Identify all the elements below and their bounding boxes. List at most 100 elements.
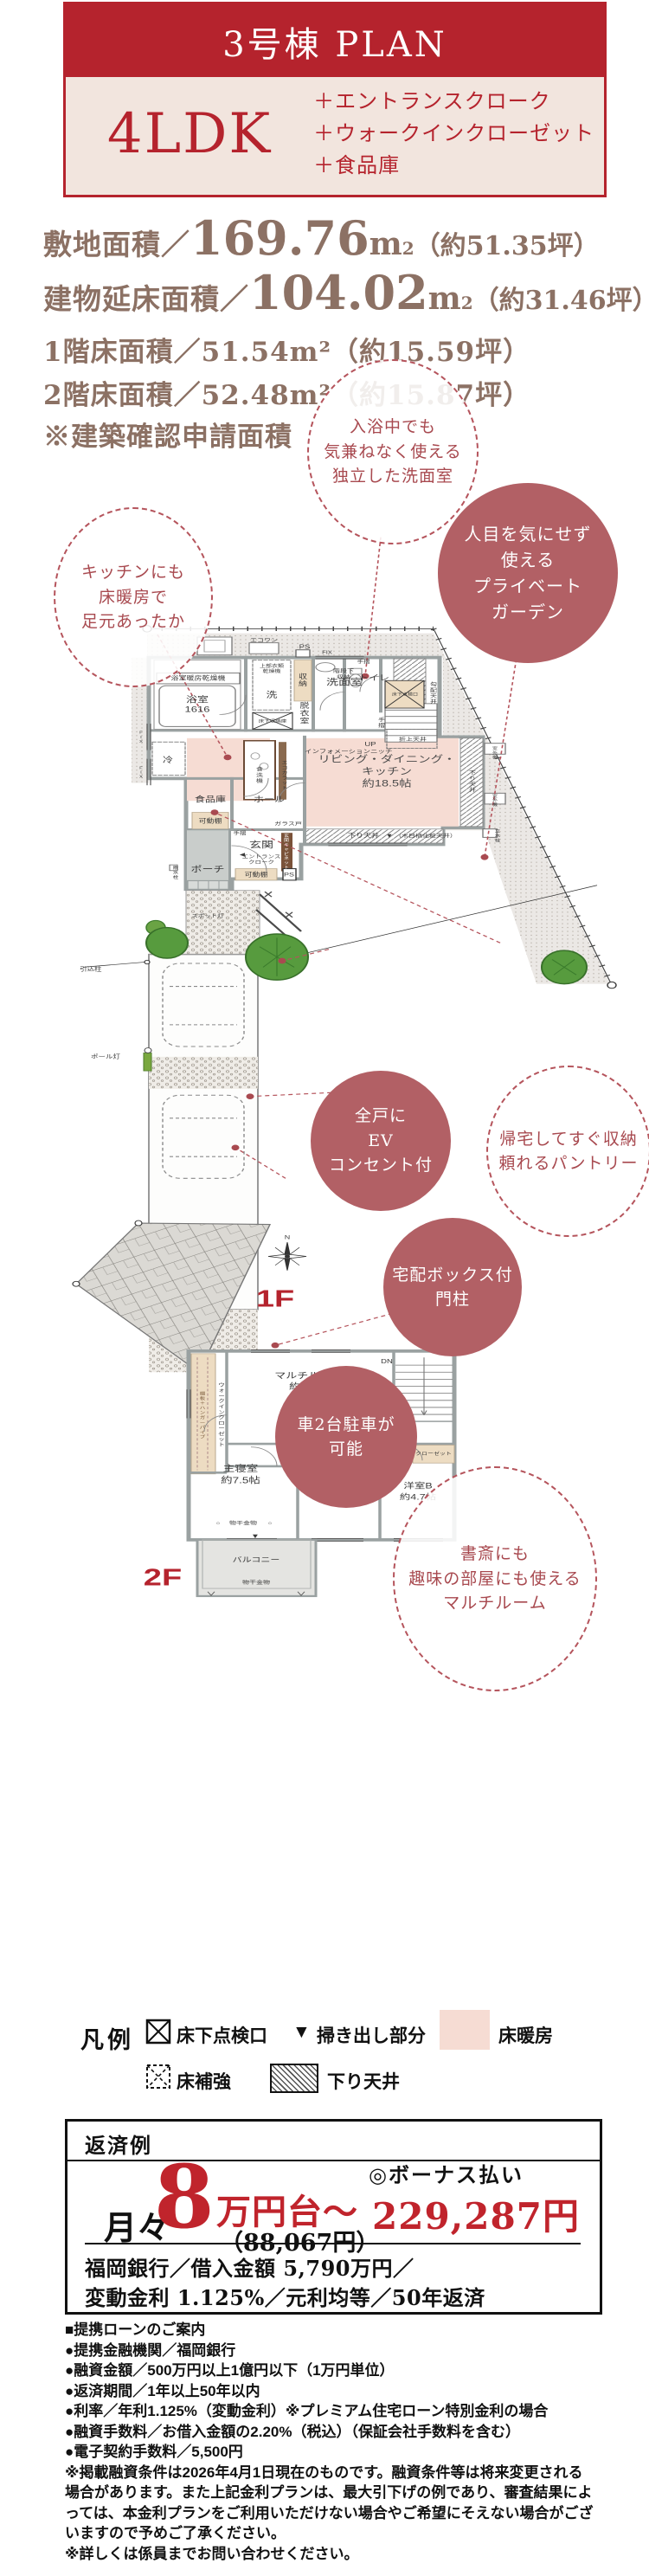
plan-label: 1F [256, 1285, 294, 1312]
feature-entrance-cloak: ＋エントランスクローク [313, 89, 551, 113]
plan-label: 2F [144, 1564, 182, 1591]
floor1-area: 1階床面積／51.54m²（約15.59坪） [43, 337, 531, 368]
hanger-pipes [196, 1357, 209, 1471]
toilet-1f [349, 667, 363, 688]
loan-note-line: ●返済期間／1年以上50年以内 [65, 2382, 260, 2399]
legend-dropped-ceiling: 下り天井 [327, 2072, 400, 2092]
underfloor-storage [252, 712, 293, 730]
pink-square-icon [440, 2010, 490, 2050]
loan-notes: ■提携ローンのご案内 ●提携金融機関／福岡銀行 ●融資金額／500万円以上1億円以下… [65, 2320, 596, 2564]
loan-note-line: ●提携金融機関／福岡銀行 [65, 2341, 236, 2359]
bubble-independent-washroom: 入浴中でも 気兼ねなく使える 独立した洗面室 [307, 359, 479, 544]
plan-label: 手摺 [234, 829, 247, 836]
area-note: ※建築確認申請面積 [43, 422, 292, 453]
stairs-1f [384, 703, 438, 750]
building-area-sup: 2 [460, 293, 473, 313]
loan-note-line: ●融資手数料／お借入金額の2.20%（税込）（保証会社手数料を含む） [65, 2423, 520, 2440]
loan-note-line: ●電子契約手数料／5,500円 [65, 2444, 243, 2460]
bonus-value: 229,287円 [372, 2195, 580, 2238]
plan-label: ガラス戸 [274, 821, 302, 828]
legend-title: 凡例 [80, 2027, 134, 2054]
plan-type: 4LDK [106, 101, 273, 166]
loan-note-line: ※詳しくは係員までお問い合わせください。 [65, 2545, 359, 2562]
building-1f [146, 636, 506, 892]
trees [145, 919, 588, 985]
service-pole-leader [82, 962, 146, 968]
garden-strip-west [132, 657, 149, 783]
floor-plans: 浴室暖房乾燥機浴室1616上部衣類乾燥機洗収納床下収納庫脱衣室洗面室PSFIXエ… [72, 537, 617, 1598]
bubble-ev-outlet: 全戸に EV コンセント付 [311, 1071, 451, 1211]
legend-floor-reinforce: 床補強 [177, 2072, 231, 2092]
plan-label: 勾配天井 [430, 681, 437, 705]
loan-note-line: ●融資金額／500万円以上1億円以下（1万円単位） [65, 2362, 395, 2379]
monthly-amount-big: 8 [154, 2146, 215, 2248]
plan-label: 立水栓 [495, 828, 501, 843]
plan-label: ホール [254, 795, 285, 804]
box-x-dashed-icon [146, 2064, 170, 2089]
bubble-ev-text: 全戸に EV コンセント付 [328, 1106, 433, 1175]
plan-label: DN [381, 1358, 393, 1365]
box-x-icon [145, 2019, 171, 2045]
bonus-label: ◎ボーナス払い [369, 2162, 524, 2187]
plan-label: 洗 [266, 690, 278, 699]
plan-label: 冷 [163, 756, 174, 765]
plan-label: 手摺 [357, 658, 370, 665]
repayment-title: 返済例 [85, 2133, 152, 2158]
loan-note-line: ■提携ローンのご案内 [65, 2322, 206, 2338]
bubble-garden-text: 人目を気にせず 使える プライベート ガーデン [464, 524, 592, 622]
ps-box [282, 868, 297, 881]
bubble-kitchen-text: キッチンにも 床暖房で 足元あったか [80, 563, 185, 632]
paving-corner-marker [134, 1220, 143, 1227]
feature-pantry: ＋食品庫 [313, 153, 401, 178]
plan-label: （木目柄化粧天井） [395, 833, 457, 840]
legend-underfloor-access: 床下点検口 [177, 2026, 267, 2046]
bubble-multi-text: 書斎にも 趣味の部屋にも使える マルチルーム [408, 1544, 582, 1613]
ps-shaft [295, 649, 311, 658]
plan-header: 3号棟 PLAN 4LDK ＋エントランスクローク ＋ウォークインクローゼット … [63, 2, 607, 197]
plan-label: ◀ [240, 853, 246, 858]
tree [145, 926, 189, 959]
bubble-private-garden: 人目を気にせず 使える プライベート ガーデン [438, 483, 618, 663]
loan-note-line: ※掲載融資条件は2026年4月1日現在のものです。融資条件等は将来変更される場合… [65, 2463, 594, 2542]
repayment-example-box: 返済例 月々 8 万円台～ （88,067円） ◎ボーナス払い 229,287円… [65, 2119, 602, 2315]
floor-heating-ldk [306, 737, 459, 827]
porch [185, 828, 230, 890]
plan-label: バルコニー [233, 1555, 280, 1563]
car-outline [162, 963, 245, 1179]
service-pole [144, 959, 151, 965]
plan-label: 下り天井 [469, 770, 476, 794]
loan-conditions-2: 変動金利 1.125%／元利均等／50年返済 [85, 2285, 485, 2310]
refrigerator-space [151, 741, 186, 776]
bubble-bath-text: 入浴中でも 気兼ねなく使える 独立した洗面室 [324, 417, 462, 486]
leader-dots [210, 673, 489, 1349]
boundary-east [433, 628, 613, 986]
underfloor-access [384, 679, 425, 709]
plan-label: ○ [216, 1521, 221, 1526]
washer [252, 660, 292, 711]
plan-label: リビング・ダイニング・キッチン約18.5帖 [318, 754, 455, 789]
repayment-title-divider [67, 2160, 600, 2161]
paving-corner-marker [72, 1280, 80, 1287]
plan-label: PS [299, 643, 311, 650]
plan-label: クローゼット [415, 1450, 452, 1456]
pole-light-head [144, 1047, 152, 1053]
plan-label: エコカラット [281, 760, 287, 790]
plan-label: インフォメーションニッチ [305, 748, 393, 755]
building-area-tsubo: （約31.46坪） [472, 286, 649, 316]
plan-label: エコワン [250, 637, 278, 643]
plan-label: 収納 [299, 673, 307, 687]
plan-label: ポール灯 [91, 1053, 121, 1059]
plan-label: PS [284, 872, 294, 879]
bubble-car-text: 車2台駐車が 可能 [297, 1414, 395, 1459]
bubble-pantry-text: 帰宅してすぐ収納 頼れるパントリー [498, 1129, 639, 1174]
dropped-ceiling-east [459, 737, 484, 828]
plan-label: ○ [268, 1521, 273, 1526]
plan-label: 主寝室約7.5帖 [221, 1464, 260, 1485]
plan-label: N [285, 1234, 291, 1241]
site-area-tsubo: （約51.35坪） [414, 231, 600, 261]
loan-conditions-1: 福岡銀行／借入金額 5,790万円／ [85, 2256, 414, 2281]
